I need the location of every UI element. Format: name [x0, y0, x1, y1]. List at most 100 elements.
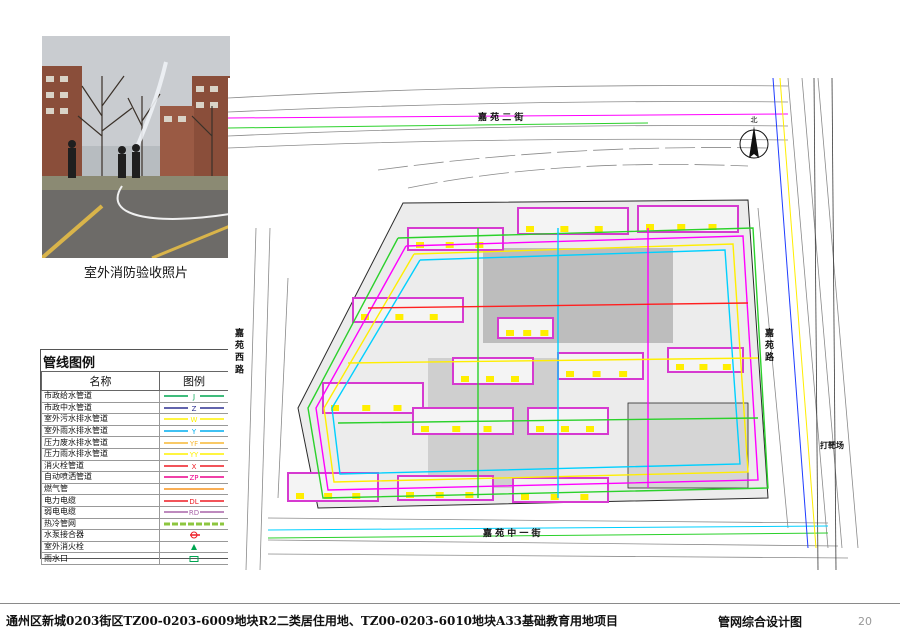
photo-caption: 室外消防验收照片: [83, 266, 188, 281]
building-entrance: [521, 494, 529, 500]
building-entrance: [475, 242, 484, 248]
legend-item-name: 自动喷洒管道: [41, 471, 160, 484]
building-entrance: [393, 405, 402, 411]
pipe-road-top: [228, 122, 649, 129]
building-entrance: [429, 314, 438, 320]
building-entrance: [461, 376, 469, 382]
legend-item-name: 室外污水排水管道: [41, 413, 160, 426]
legend-symbol-graphic: DL: [164, 496, 224, 506]
legend-col-symbol: 图例: [159, 371, 229, 391]
legend-symbol-graphic: X: [164, 461, 224, 471]
building-entrance: [483, 426, 492, 432]
legend-rows: 市政给水管道 J 市政中水管道 Z 室外污水排水管道 W 室外雨水排水管道 Y 压力废水排水管道…: [41, 390, 229, 565]
legend-item-symbol: J: [159, 390, 229, 403]
legend-item-symbol: [159, 482, 229, 496]
building-entrance: [536, 426, 544, 432]
pipe-road-bottom2: [267, 525, 829, 531]
building-entrance: [331, 405, 339, 411]
footer-project-title: 通州区新城0203街区TZ00-0203-6009地块R2二类居住用地、TZ00…: [6, 614, 619, 628]
legend-item-name: 弱电电缆: [41, 505, 160, 519]
pipe-road-bottom: [267, 532, 829, 539]
building-entrance: [722, 364, 731, 370]
building-entrance: [566, 371, 574, 377]
reference-lines: [813, 78, 837, 570]
legend-item-symbol: Z: [159, 401, 229, 415]
legend-symbol-graphic: W: [164, 414, 224, 424]
street-bottom-label: 嘉 苑 中 一 街: [482, 527, 541, 539]
building-entrance: [526, 226, 534, 232]
legend-item-name: 市政中水管道: [41, 401, 160, 415]
building-entrance: [406, 492, 414, 498]
legend-item-symbol: [159, 529, 229, 542]
residential-buildings: [287, 205, 744, 503]
legend-code: DL: [189, 498, 198, 506]
legend-item-name: 市政给水管道: [41, 390, 160, 403]
legend-col-name: 名称: [41, 371, 160, 391]
legend-item-name: 室外消火栓: [41, 540, 160, 554]
pipe-road-right: [772, 78, 809, 549]
building-entrance: [421, 426, 429, 432]
legend-row: 室外消火栓: [41, 540, 229, 554]
legend-row: 自动喷洒管道 ZP: [41, 471, 229, 484]
legend-symbol-graphic: Z: [164, 403, 224, 413]
north-arrow-icon: 北: [739, 116, 769, 159]
building-entrance: [619, 371, 628, 377]
legend-item-symbol: YF: [159, 436, 229, 449]
street-right-label: 嘉 苑 路: [763, 327, 775, 362]
building-entrance: [361, 314, 369, 320]
pipe-network: [228, 78, 829, 549]
top-road: [228, 85, 789, 189]
pipe-rain: [331, 249, 741, 475]
building-entrance: [699, 364, 708, 370]
building-entrance: [550, 494, 559, 500]
building-entrance: [511, 376, 519, 382]
legend-item-symbol: RD: [159, 505, 229, 519]
legend-item-symbol: [159, 552, 229, 565]
legend-item-name: 室外雨水排水管道: [41, 424, 160, 438]
legend-item-symbol: DL: [159, 494, 229, 507]
legend-symbol-graphic: Y: [164, 426, 224, 436]
street-left-label: 嘉 苑 西 路: [233, 327, 245, 374]
legend-item-name: 消火栓管道: [41, 459, 160, 473]
legend-code: Y: [191, 428, 197, 436]
building-entrance: [561, 426, 569, 432]
pipe-fire: [315, 235, 759, 491]
legend-item-name: 燃气管: [41, 482, 160, 496]
legend-item-name: 压力废水排水管道: [41, 436, 160, 449]
legend-item-symbol: W: [159, 413, 229, 426]
building-entrance: [540, 330, 549, 336]
site-plan: 北 嘉 苑 二 街 嘉 苑 中 一 街 嘉 苑 路 嘉 苑 西 路 打靶场: [228, 78, 883, 570]
legend-symbol-graphic: J: [164, 391, 224, 401]
legend-row: 消火栓管道 X: [41, 459, 229, 473]
legend-item-symbol: Y: [159, 424, 229, 438]
page-number: 20: [858, 615, 872, 628]
footer-divider: [0, 603, 900, 604]
legend-row: 市政给水管道 J: [41, 390, 229, 403]
building-entrance: [586, 426, 594, 432]
legend-symbol-graphic: [191, 544, 197, 551]
legend-row: 压力雨水排水管道 YY: [41, 447, 229, 461]
building-entrance: [452, 426, 461, 432]
building-entrance: [486, 376, 494, 382]
legend-row: 雨水口: [41, 552, 229, 565]
building-entrance: [324, 493, 333, 499]
legend-item-symbol: X: [159, 459, 229, 473]
site-plan-drawing: 北 嘉 苑 二 街 嘉 苑 中 一 街 嘉 苑 路 嘉 苑 西 路 打靶场: [228, 78, 883, 570]
legend-code: YY: [189, 451, 199, 459]
pipe-water-supply: [307, 227, 769, 499]
legend-row: 室外污水排水管道 W: [41, 413, 229, 426]
pipe-h1: [347, 357, 759, 364]
legend-item-name: 压力雨水排水管道: [41, 447, 160, 461]
legend-item-name: 雨水口: [41, 552, 160, 565]
right-note-label: 打靶场: [820, 440, 844, 450]
legend-row: 热冷管网: [41, 517, 229, 531]
building-entrance: [594, 226, 603, 232]
fire-acceptance-photo: [42, 36, 230, 258]
building-entrance: [560, 226, 569, 232]
building-entrance: [677, 224, 686, 230]
legend-symbol-graphic: ZP: [164, 472, 224, 482]
legend-code: YF: [189, 440, 198, 448]
legend-code: W: [191, 416, 198, 424]
